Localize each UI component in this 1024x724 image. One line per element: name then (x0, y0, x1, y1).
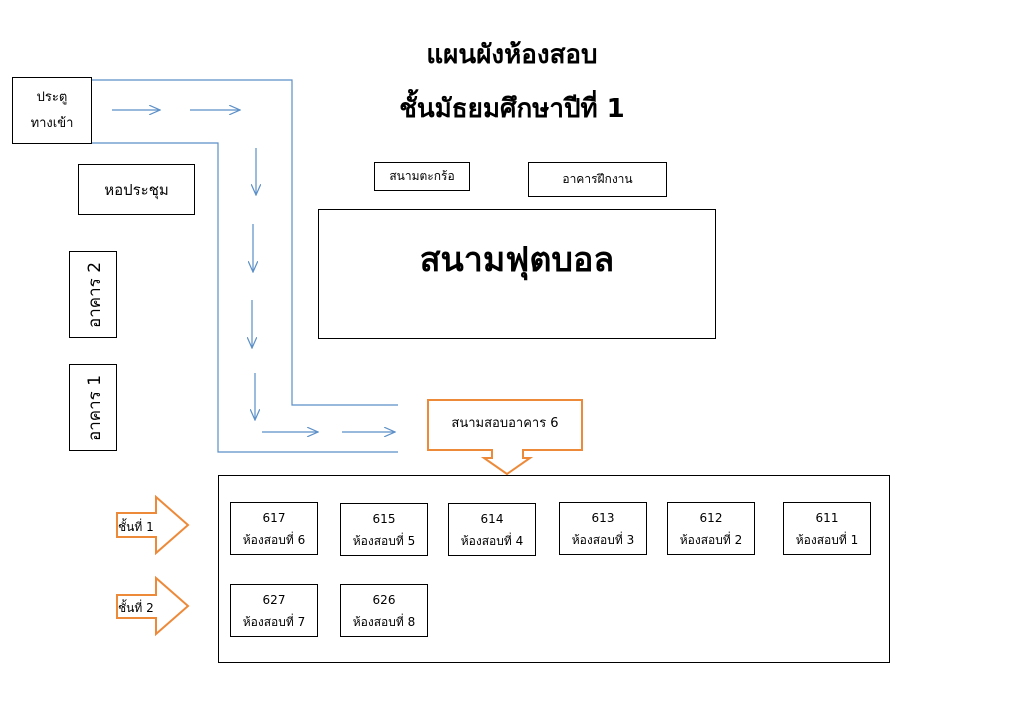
room-label: ห้องสอบที่ 8 (352, 614, 416, 629)
room-label: ห้องสอบที่ 6 (242, 532, 306, 547)
room-label: ห้องสอบที่ 5 (352, 533, 416, 548)
assembly-hall-box: หอประชุม (78, 164, 195, 215)
entrance-label-line1: ประตู (36, 89, 68, 105)
room-number: 612 (699, 510, 723, 525)
room-label: ห้องสอบที่ 2 (679, 532, 743, 547)
exam-site-label: สนามสอบอาคาร 6 (451, 416, 559, 431)
floor2-arrow-shape (116, 575, 190, 637)
exam-room: 611 ห้องสอบที่ 1 (783, 502, 871, 555)
entrance-box: ประตู ทางเข้า (12, 77, 92, 144)
exam-room: 615 ห้องสอบที่ 5 (340, 503, 428, 556)
building2-box (69, 251, 117, 338)
entrance-label-line2: ทางเข้า (30, 115, 74, 131)
room-number: 626 (372, 592, 396, 607)
workshop-building-label: อาคารฝึกงาน (562, 172, 633, 186)
exam-room: 614 ห้องสอบที่ 4 (448, 503, 536, 556)
takraw-field-box: สนามตะกร้อ (374, 162, 470, 191)
football-field-label: สนามฟุตบอล (419, 240, 615, 280)
building1-box (69, 364, 117, 451)
building2-label: อาคาร 2 (85, 261, 105, 329)
room-label: ห้องสอบที่ 1 (795, 532, 859, 547)
page-subtitle: ชั้นมัธยมศึกษาปีที่ 1 (399, 94, 625, 124)
assembly-hall-label: หอประชุม (104, 180, 169, 199)
workshop-building-box: อาคารฝึกงาน (528, 162, 667, 197)
exam-room: 617 ห้องสอบที่ 6 (230, 502, 318, 555)
path-inner-line (92, 142, 398, 453)
room-number: 611 (815, 510, 839, 525)
room-number: 613 (591, 510, 615, 525)
exam-room: 627 ห้องสอบที่ 7 (230, 584, 318, 637)
exam-room: 626 ห้องสอบที่ 8 (340, 584, 428, 637)
room-number: 615 (372, 511, 396, 526)
path-outer-line (92, 79, 398, 406)
page-title: แผนผังห้องสอบ (426, 40, 598, 70)
room-number: 617 (262, 510, 286, 525)
room-label: ห้องสอบที่ 4 (460, 533, 524, 548)
floor1-arrow-shape (116, 494, 190, 556)
room-number: 627 (262, 592, 286, 607)
exam-room: 613 ห้องสอบที่ 3 (559, 502, 647, 555)
building1-label: อาคาร 1 (85, 374, 105, 442)
floor1-label: ชั้นที่ 1 (118, 520, 154, 534)
takraw-field-label: สนามตะกร้อ (389, 169, 455, 183)
football-field-box: สนามฟุตบอล (318, 209, 716, 339)
building6-container (218, 475, 890, 663)
room-label: ห้องสอบที่ 7 (242, 614, 306, 629)
floor2-label: ชั้นที่ 2 (118, 601, 154, 615)
room-label: ห้องสอบที่ 3 (571, 532, 635, 547)
exam-room: 612 ห้องสอบที่ 2 (667, 502, 755, 555)
room-number: 614 (480, 511, 504, 526)
exam-site-callout-shape (427, 399, 583, 476)
